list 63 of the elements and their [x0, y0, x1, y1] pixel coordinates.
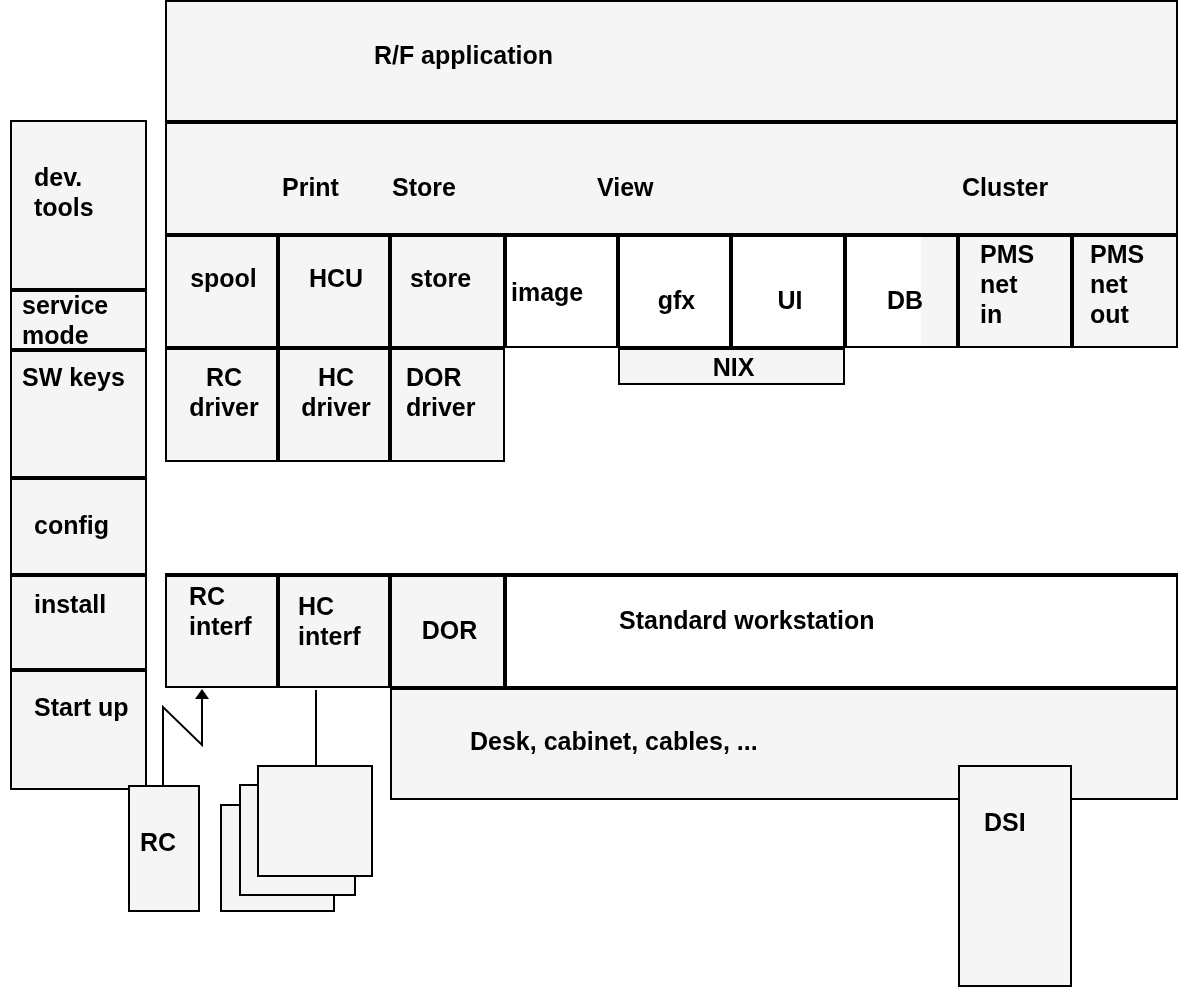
- layer-label: RC driver: [188, 362, 260, 422]
- layer-box: [165, 235, 278, 348]
- layer-label: DB: [887, 285, 925, 315]
- layer-box: [505, 575, 1178, 688]
- layer-box: [505, 235, 618, 348]
- layer-box: [731, 235, 845, 348]
- layer-box: [165, 348, 278, 462]
- layer-label: Standard workstation: [619, 605, 876, 635]
- layer-label: Start up: [34, 692, 130, 722]
- layer-label: HCU: [307, 263, 365, 293]
- card-stack-drawing: [220, 765, 373, 912]
- layer-label: service mode: [22, 290, 110, 350]
- os-layer-band: [165, 348, 1178, 575]
- layer-label: SW keys: [22, 362, 126, 392]
- layer-box: [845, 235, 958, 348]
- layer-label: NIX: [711, 352, 756, 382]
- layer-box: [390, 688, 1178, 800]
- arrow: [162, 689, 209, 786]
- layer-label: RC: [140, 827, 178, 857]
- layer-label: PMS net in: [980, 239, 1036, 329]
- layer-label: HC driver: [300, 362, 372, 422]
- layer-box: [165, 122, 1178, 235]
- layer-label: DOR driver: [406, 362, 477, 422]
- connector-line: [315, 689, 317, 766]
- layer-label: DSI: [984, 807, 1027, 837]
- layer-box: [278, 348, 390, 462]
- layer-label: Print: [282, 172, 340, 202]
- layer-box: [10, 350, 147, 478]
- layer-label: image: [511, 277, 585, 307]
- layer-label: View: [597, 172, 655, 202]
- layer-box: [958, 765, 1072, 987]
- layer-label: DOR: [420, 615, 479, 645]
- layer-box: [618, 235, 731, 348]
- layer-label: PMS net out: [1090, 239, 1146, 329]
- layer-label: gfx: [656, 285, 697, 315]
- layer-box: [128, 785, 200, 912]
- layer-label: UI: [776, 285, 804, 315]
- layer-label: Store: [392, 172, 457, 202]
- layer-box: [390, 348, 505, 462]
- layer-box: [1072, 235, 1178, 348]
- layer-box: [10, 120, 147, 290]
- layer-box: [278, 575, 390, 688]
- layer-label: RC interf: [189, 581, 253, 641]
- layer-label: dev. tools: [34, 162, 95, 222]
- layer-box: [165, 575, 278, 688]
- layer-box: [390, 575, 505, 688]
- layer-label: HC interf: [298, 591, 362, 651]
- layer-box: [958, 235, 1072, 348]
- layer-label: R/F application: [372, 40, 555, 70]
- layer-label: spool: [189, 263, 258, 293]
- layer-box: [10, 670, 147, 790]
- layer-box: [165, 0, 1178, 122]
- layer-box: [10, 290, 147, 350]
- layer-box: [10, 478, 147, 575]
- layer-label: Cluster: [962, 172, 1050, 202]
- layer-label: store: [410, 263, 473, 293]
- layer-label: config: [34, 510, 110, 540]
- layer-box: [10, 575, 147, 670]
- layer-label: install: [34, 589, 108, 619]
- layer-box: [618, 348, 845, 385]
- layer-box: [390, 235, 505, 348]
- layer-box: [278, 235, 390, 348]
- layer-label: Desk, cabinet, cables, ...: [470, 726, 759, 756]
